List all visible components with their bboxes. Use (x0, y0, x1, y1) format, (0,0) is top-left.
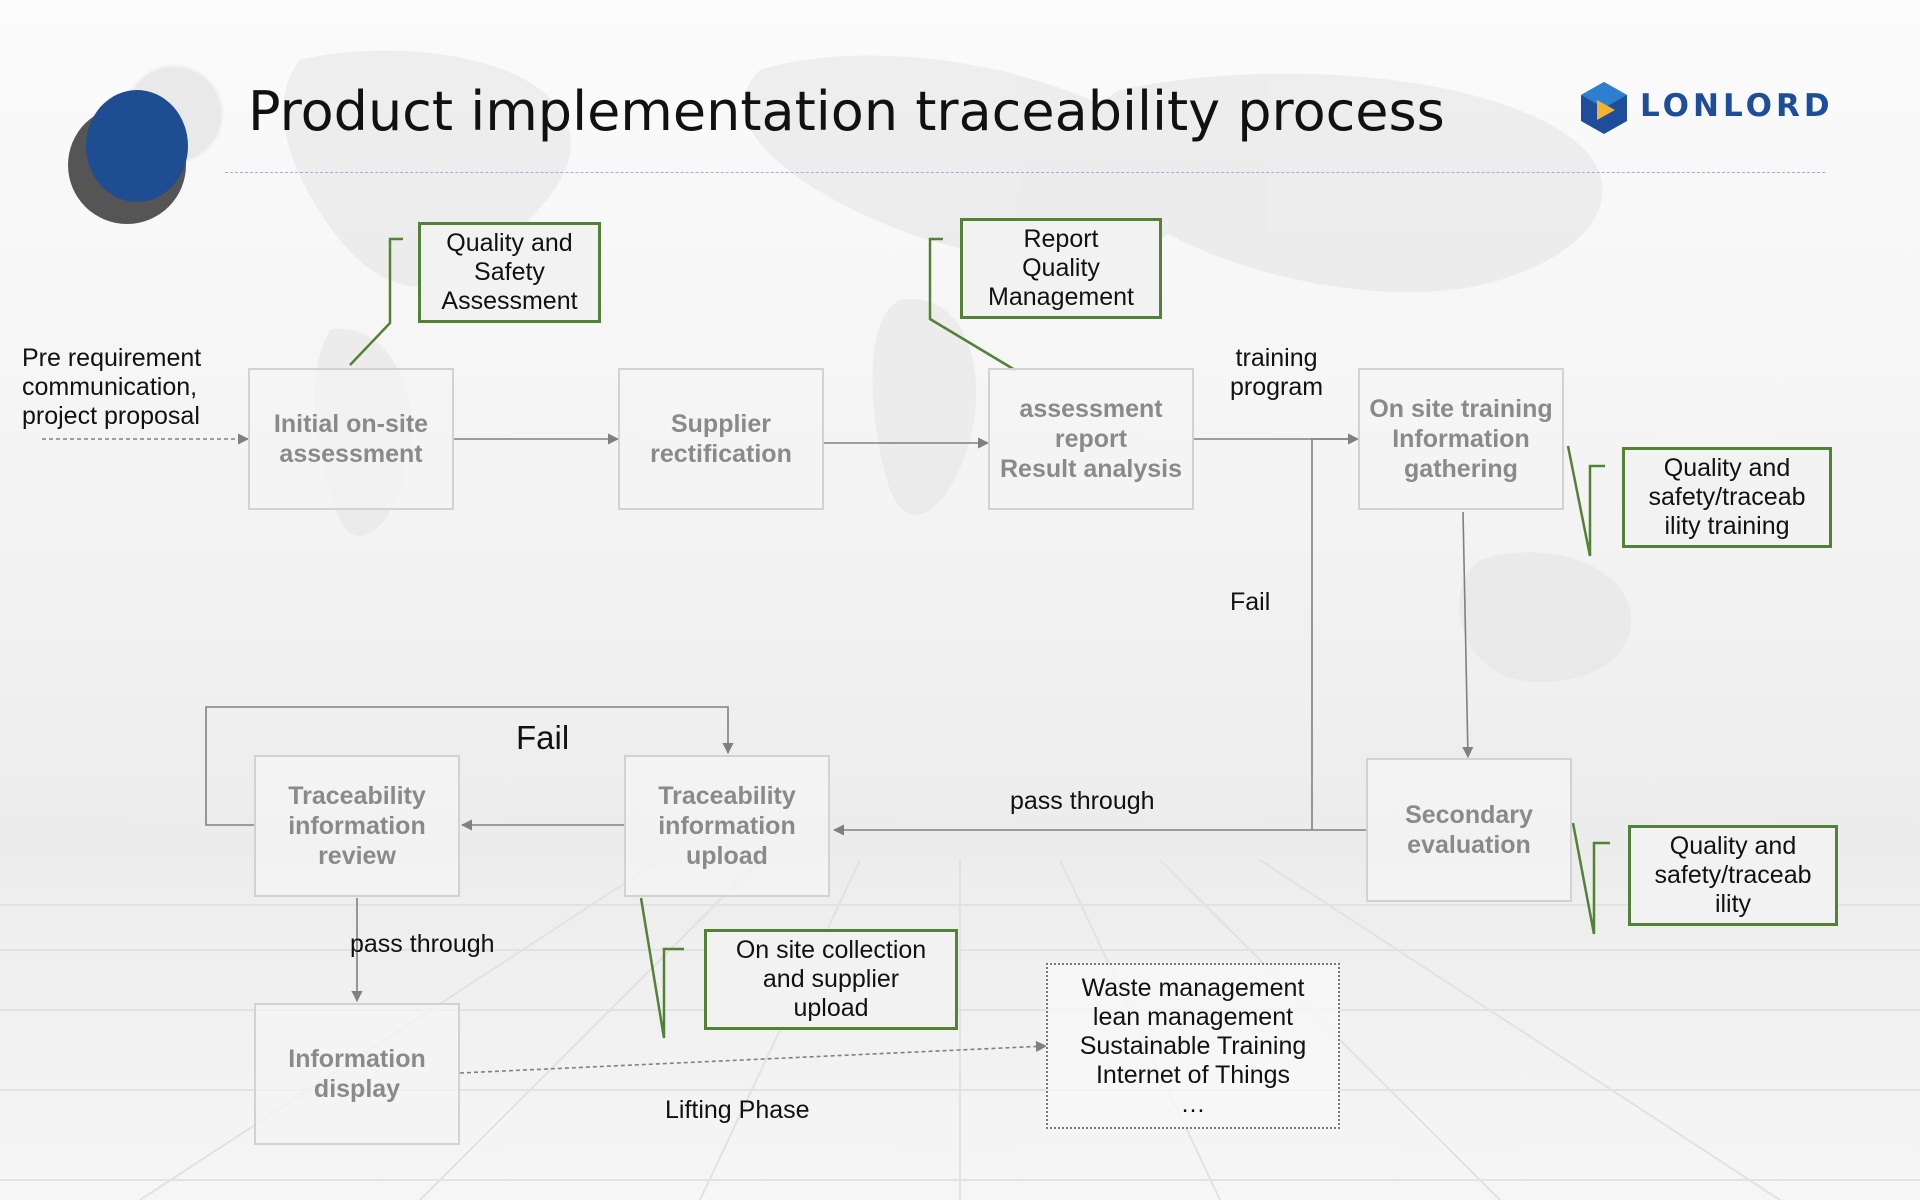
node-assessment-report: assessment report Result analysis (988, 368, 1194, 510)
label-training-program: training program (1230, 344, 1324, 401)
note-onsite-collection: On site collection and supplier upload (704, 929, 958, 1030)
callout-qsa (349, 237, 403, 366)
node-information-display: Information display (254, 1003, 460, 1145)
callout-training (1566, 445, 1605, 557)
logo-text: LONLORD (1640, 88, 1834, 124)
label-fail-left: Fail (516, 719, 570, 756)
node-onsite-training: On site training Information gathering (1358, 368, 1564, 510)
title-divider (225, 172, 1825, 173)
fail-loop-review-to-upload (205, 706, 734, 826)
decorative-circle-blue (86, 90, 188, 202)
node-initial-assessment: Initial on-site assessment (248, 368, 454, 510)
node-supplier-rectification: Supplier rectification (618, 368, 824, 510)
node-traceability-review: Traceability information review (254, 755, 460, 897)
brand-logo: LONLORD (1578, 80, 1830, 140)
hexagon-logo-icon (1581, 82, 1627, 134)
callout-collection (639, 897, 684, 1039)
note-report-quality-management: Report Quality Management (960, 218, 1162, 319)
label-pass-through-left: pass through (350, 930, 495, 958)
label-pass-through-mid: pass through (1010, 787, 1155, 815)
node-traceability-upload: Traceability information upload (624, 755, 830, 897)
note-quality-safety-assessment: Quality and Safety Assessment (418, 222, 601, 323)
fail-loop-line (1311, 438, 1356, 830)
note-quality-safety-traceability: Quality and safety/traceab ility (1628, 825, 1838, 926)
arrow-training-to-secondary (1462, 511, 1474, 759)
label-pre-requirement: Pre requirement communication, project p… (22, 344, 202, 430)
callout-qst (1571, 822, 1610, 935)
label-fail-right: Fail (1230, 588, 1271, 616)
arrow-display-to-extras (459, 1040, 1048, 1074)
node-secondary-evaluation: Secondary evaluation (1366, 758, 1572, 902)
extras-box: Waste management lean management Sustain… (1046, 963, 1340, 1129)
label-lifting-phase: Lifting Phase (665, 1096, 810, 1124)
callout-rqm (928, 237, 1016, 372)
page-title: Product implementation traceability proc… (248, 80, 1445, 143)
note-quality-safety-training: Quality and safety/traceab ility trainin… (1622, 447, 1832, 548)
